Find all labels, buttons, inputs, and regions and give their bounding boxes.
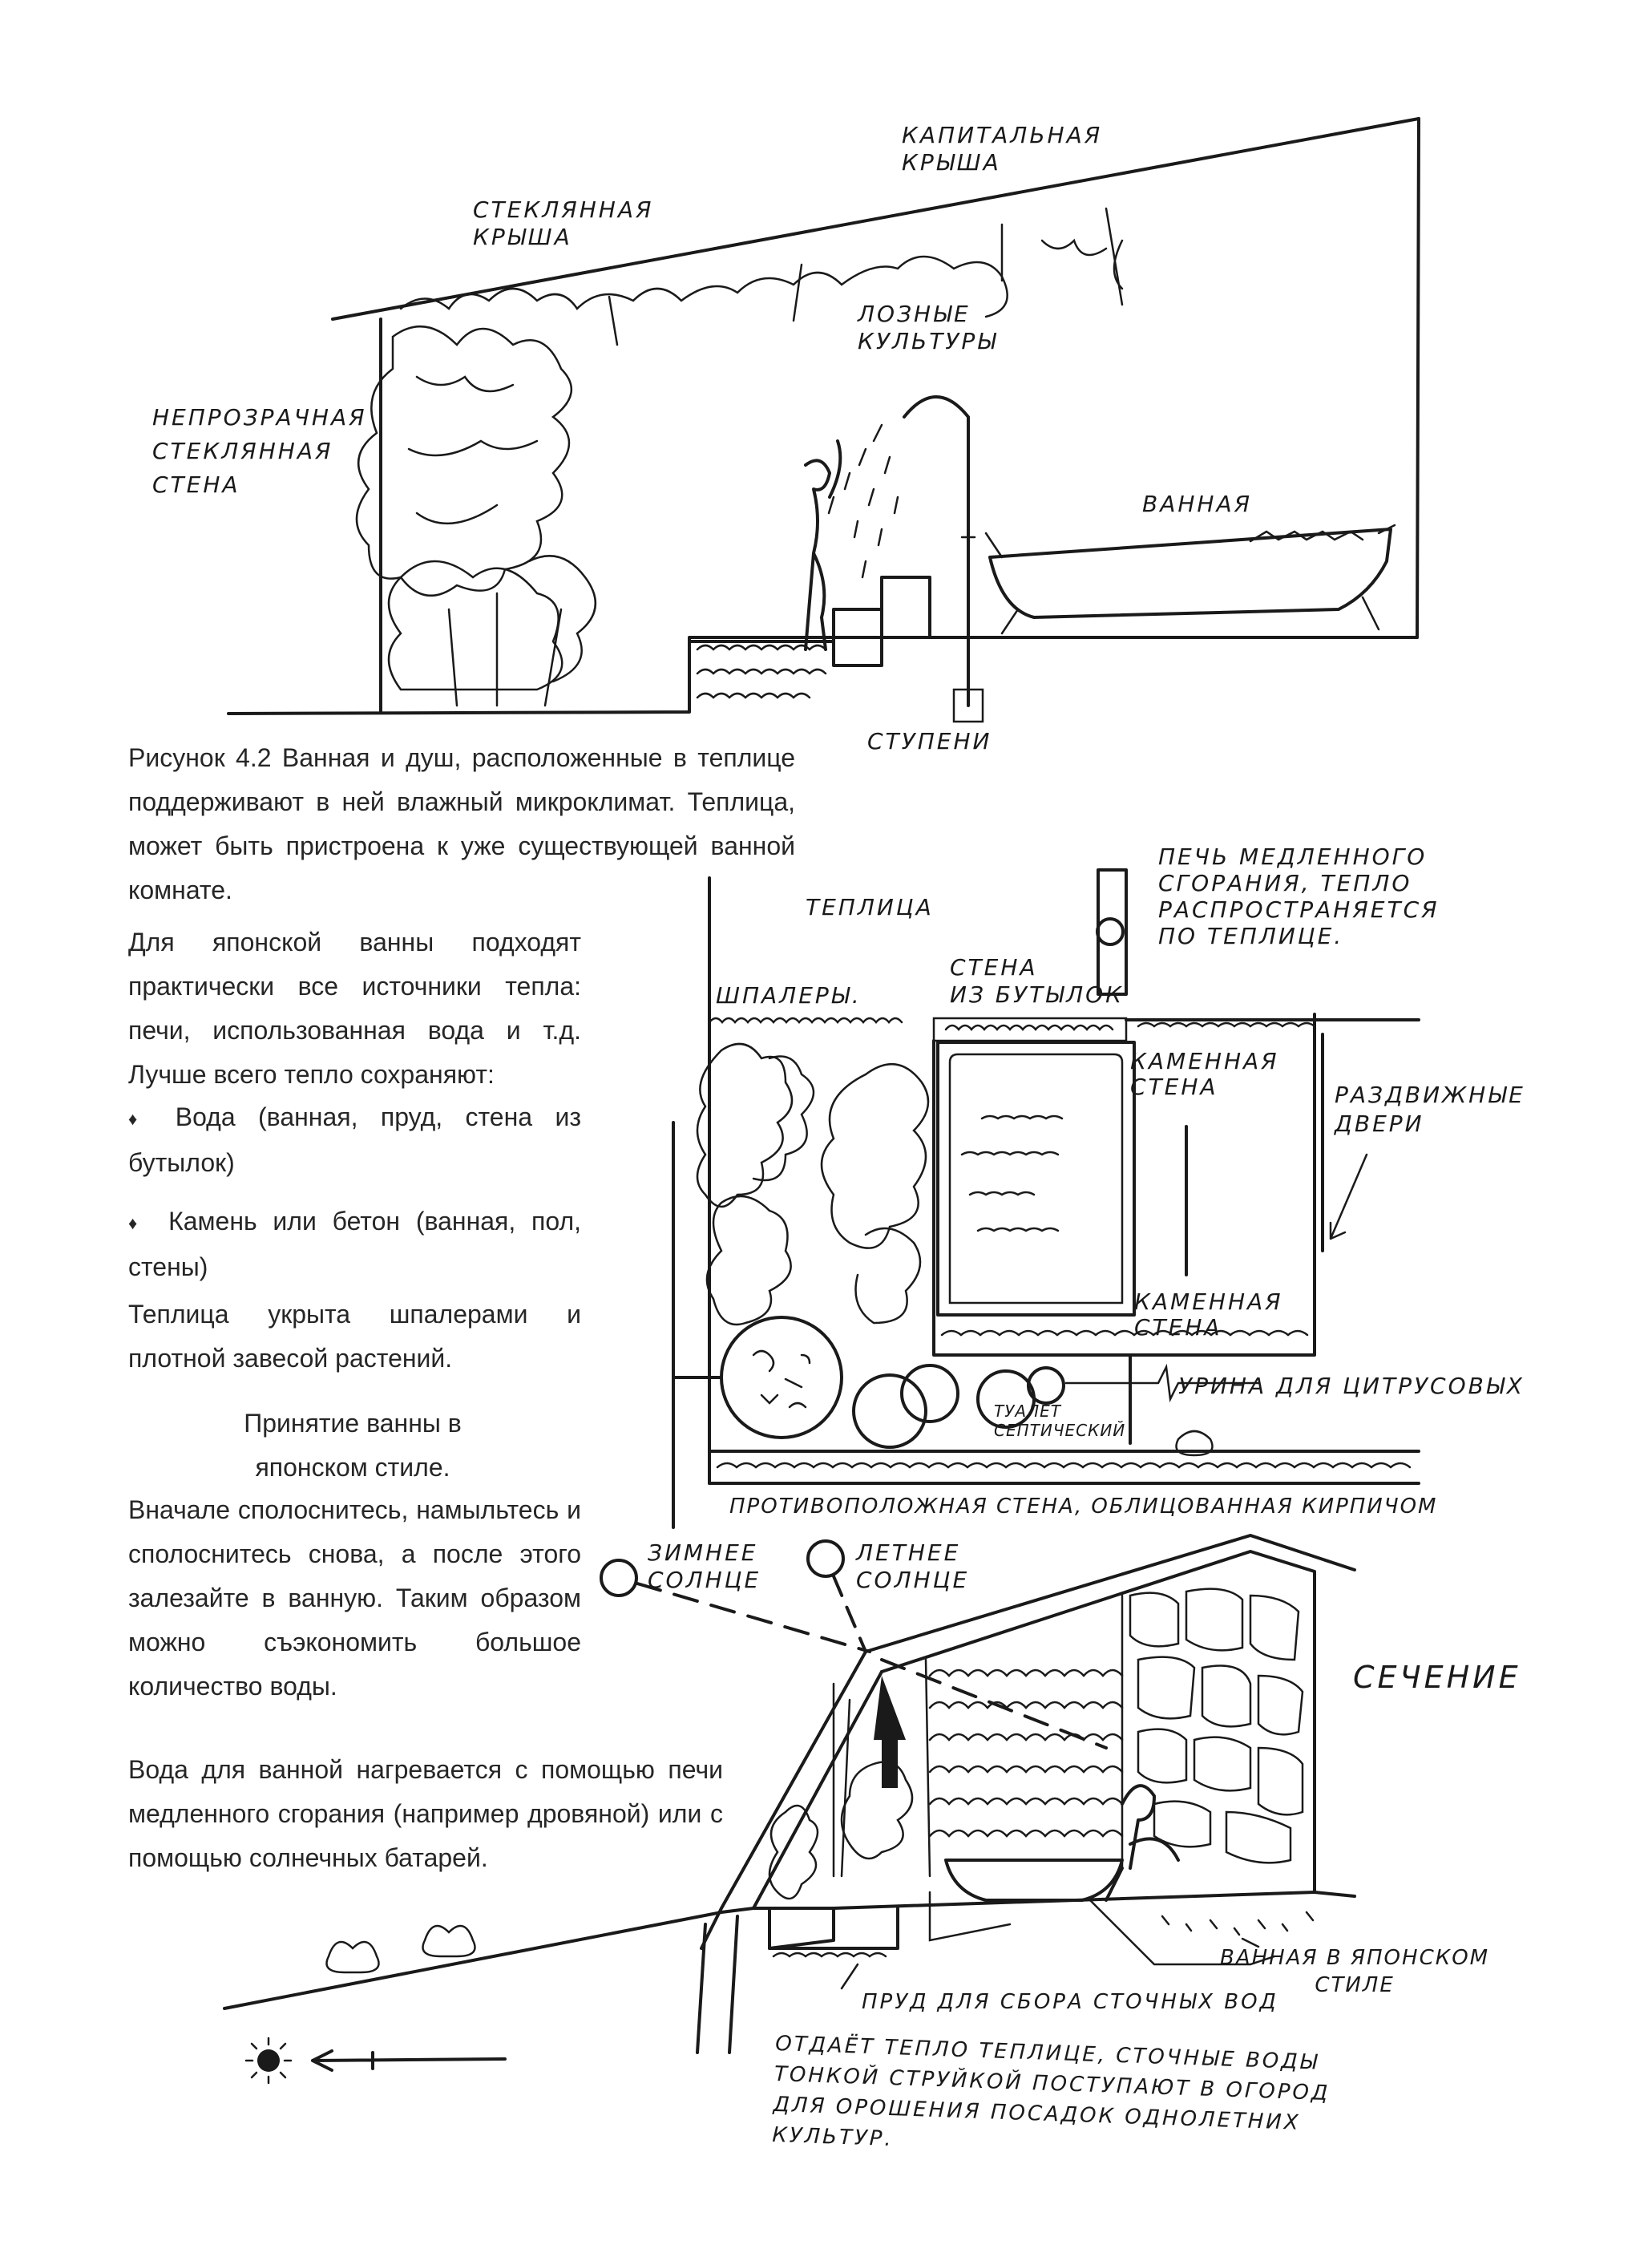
label-summer-sun: ЛЕТНЕЕ СОЛНЦЕ	[856, 1539, 969, 1594]
summer-sun-icon	[808, 1541, 843, 1576]
label-pond: ПРУД ДЛЯ СБОРА СТОЧНЫХ ВОД	[862, 1988, 1278, 2016]
winter-sun-icon	[601, 1560, 636, 1596]
label-pond-note: ОТДАЁТ ТЕПЛО ТЕПЛИЦЕ, СТОЧНЫЕ ВОДЫ ТОНКО…	[772, 2029, 1331, 2170]
label-winter-sun: ЗИМНЕЕ СОЛНЦЕ	[648, 1539, 761, 1594]
label-section: СЕЧЕНИЕ	[1353, 1664, 1521, 1691]
sun-icon	[257, 2049, 280, 2072]
